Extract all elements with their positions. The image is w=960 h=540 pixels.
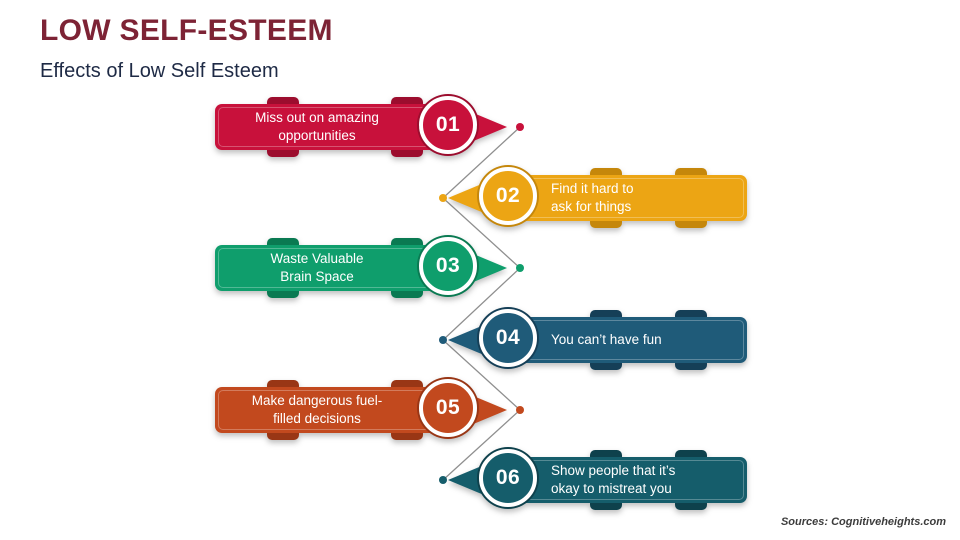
banner-body: Show people that it’s okay to mistreat y…: [495, 457, 747, 503]
effect-label: Miss out on amazing opportunities: [255, 110, 379, 143]
effect-banner-03: Waste Valuable Brain Space 03: [215, 237, 525, 298]
effect-banner-05: Make dangerous fuel- filled decisions 05: [215, 379, 525, 440]
source-credit: Sources: Cognitiveheights.com: [780, 516, 946, 528]
step-number: 02: [495, 184, 521, 207]
effect-label: Show people that it’s okay to mistreat y…: [551, 463, 676, 496]
effect-label: You can’t have fun: [551, 332, 662, 348]
effect-banner-04: You can’t have fun 04: [440, 309, 750, 370]
effect-banner-02: Find it hard to ask for things 02: [440, 167, 750, 228]
number-badge: 05: [419, 379, 477, 437]
number-badge: 04: [479, 309, 537, 367]
page-title: LOW SELF-ESTEEM: [40, 14, 333, 47]
step-number: 06: [495, 466, 521, 489]
connector-dot: [516, 123, 524, 131]
connector-dot: [516, 264, 524, 272]
page-subtitle: Effects of Low Self Esteem: [40, 60, 279, 82]
number-badge: 01: [419, 96, 477, 154]
effect-label: Find it hard to ask for things: [551, 181, 634, 214]
number-badge: 06: [479, 449, 537, 507]
number-badge: 02: [479, 167, 537, 225]
connector-dot: [439, 476, 447, 484]
effect-banner-01: Miss out on amazing opportunities 01: [215, 96, 525, 157]
connector-dot: [439, 194, 447, 202]
step-number: 04: [495, 326, 521, 349]
step-number: 01: [435, 113, 461, 136]
number-badge: 03: [419, 237, 477, 295]
step-number: 03: [435, 254, 461, 277]
effect-label: Make dangerous fuel- filled decisions: [251, 393, 383, 426]
effect-banner-06: Show people that it’s okay to mistreat y…: [440, 449, 750, 510]
connector-dot: [516, 406, 524, 414]
banner-body: Miss out on amazing opportunities: [215, 104, 455, 150]
step-number: 05: [435, 396, 461, 419]
effect-label: Waste Valuable Brain Space: [270, 251, 364, 284]
connector-dot: [439, 336, 447, 344]
